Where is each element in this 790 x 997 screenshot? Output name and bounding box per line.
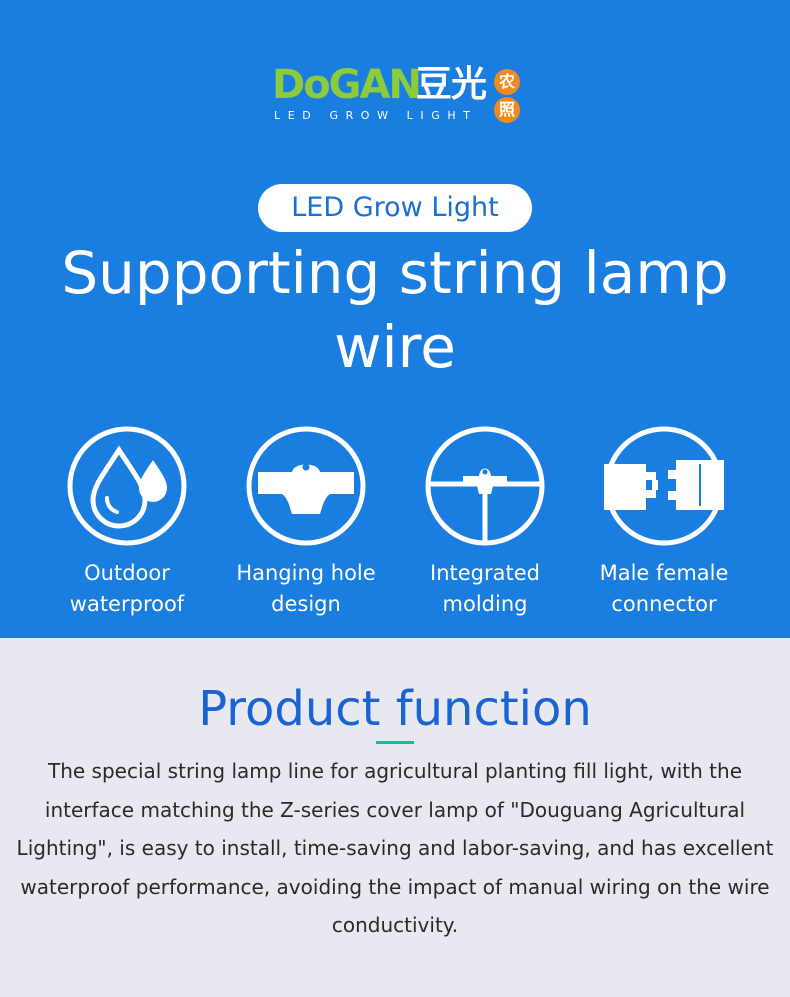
- integrated-molding-icon: [425, 426, 545, 546]
- logo-tagline: LED GROW LIGHT: [274, 109, 478, 122]
- feature-male-female-connector: Male female connector: [574, 424, 754, 624]
- feature-outdoor-waterproof: Outdoor waterproof: [37, 424, 217, 624]
- hero-section: DoGAN 豆光 农 照 LED GROW LIGHT LED Grow Lig…: [0, 0, 790, 638]
- category-pill: LED Grow Light: [258, 184, 532, 232]
- male-female-connector-icon: [604, 426, 724, 546]
- feature-label: Integrated molding: [430, 561, 540, 616]
- logo-seal-char: 照: [494, 97, 520, 123]
- section-body-text: The special string lamp line for agricul…: [16, 759, 774, 938]
- water-drops-icon: [67, 426, 187, 546]
- logo-seal: 农 照: [494, 69, 524, 125]
- feature-label: Hanging hole design: [236, 561, 376, 616]
- page-title: Supporting string lamp wire: [61, 239, 729, 381]
- brand-logo: DoGAN 豆光 农 照 LED GROW LIGHT: [272, 63, 532, 125]
- section-heading: Product function: [198, 681, 592, 737]
- feature-hanging-hole: Hanging hole design: [216, 424, 396, 624]
- feature-integrated-molding: Integrated molding: [395, 424, 575, 624]
- logo-chinese-name: 豆光: [416, 64, 487, 105]
- heading-underline: [376, 741, 414, 744]
- logo-seal-char: 农: [494, 69, 520, 95]
- logo-wordmark: DoGAN: [272, 62, 422, 108]
- hanging-hole-icon: [246, 426, 366, 546]
- feature-label: Outdoor waterproof: [69, 561, 185, 616]
- feature-label: Male female connector: [599, 561, 729, 616]
